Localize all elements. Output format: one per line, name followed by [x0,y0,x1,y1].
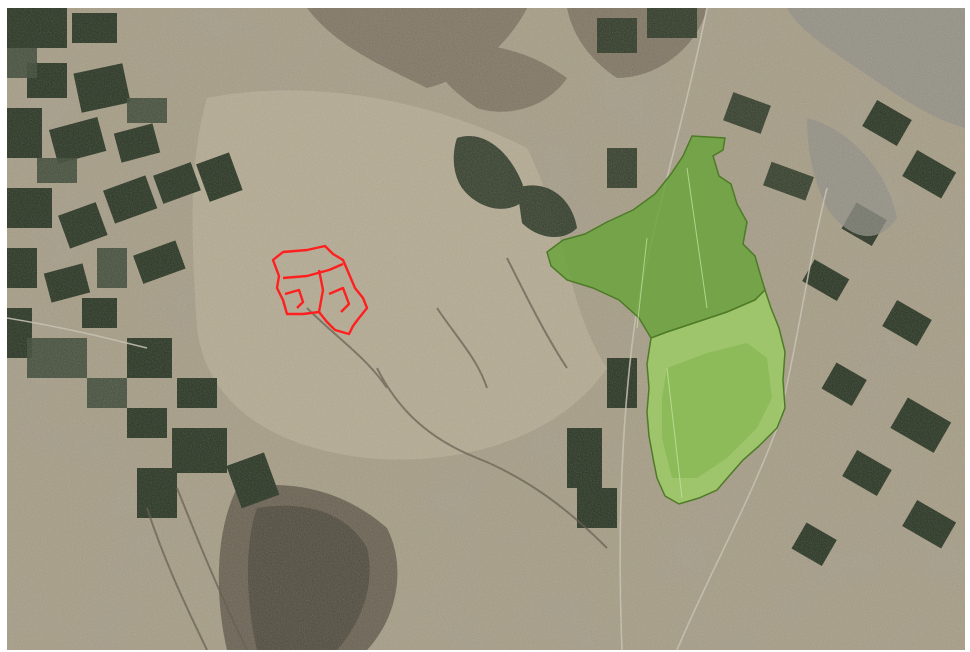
imagery-grain [7,8,965,650]
map-viewport[interactable] [7,8,965,650]
red-parcel-outline[interactable] [271,244,369,336]
zone-south-inner-shade [662,343,772,478]
satellite-map[interactable] [7,8,965,650]
zone-internal-lines [636,167,708,499]
